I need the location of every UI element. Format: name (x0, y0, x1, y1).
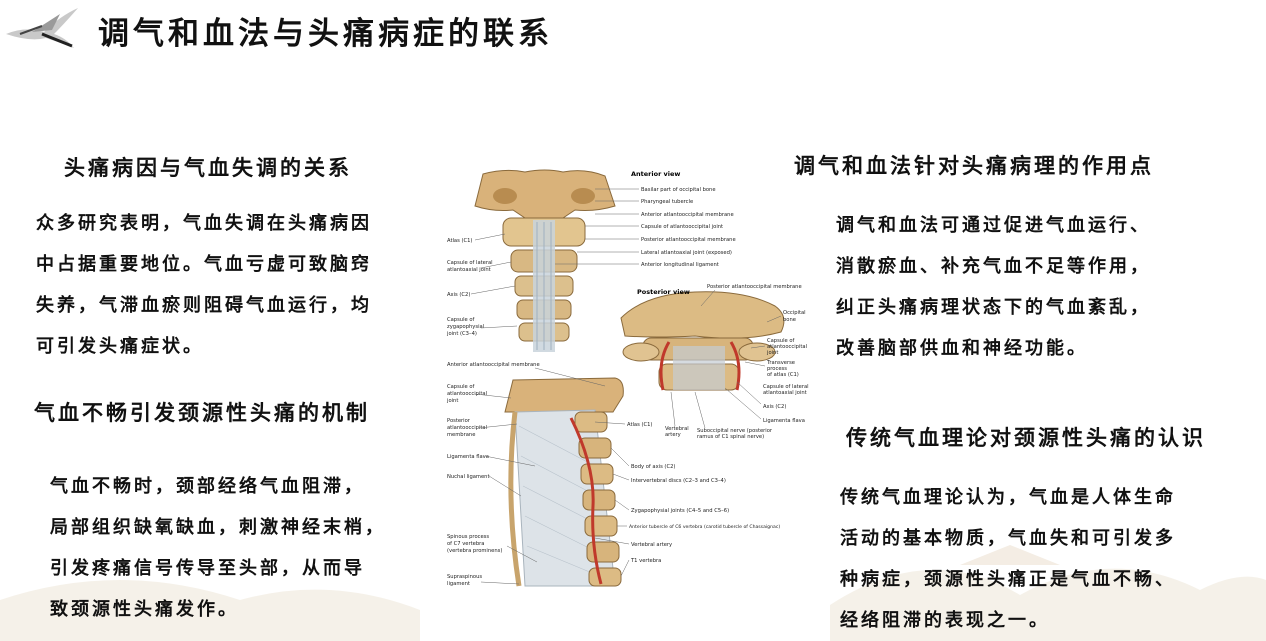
heading-theory: 传统气血理论对颈源性头痛的认识 (846, 425, 1206, 450)
label-text: of atlas (C1) (767, 372, 799, 378)
label-text: Capsule of (447, 317, 475, 323)
label-text: Capsule of lateral (763, 384, 809, 390)
label-text: Ligamenta flava (447, 454, 489, 460)
title-bar: 调气和血法与头痛病症的联系 (0, 0, 700, 58)
label-text: Nuchal ligament (447, 474, 490, 480)
label-text: Atlas (C1) (627, 422, 652, 428)
label-text: atlantoaxial joint (447, 267, 491, 273)
anterior-view-figure (474, 169, 616, 352)
label-text: T1 vertebra (630, 558, 661, 564)
heading-mechanism: 气血不畅引发颈源性头痛的机制 (34, 400, 370, 425)
posterior-view-figure (620, 291, 785, 391)
label-text: atlantooccipital (447, 425, 487, 431)
label-text: Axis (C2) (763, 404, 786, 410)
label-text: process (767, 366, 787, 372)
label-text: ligament (447, 581, 470, 587)
label-text: Vertebral artery (631, 542, 672, 548)
anterior-view-title: Anterior view (631, 170, 680, 178)
paragraph-line: 种病症，颈源性头痛正是气血不畅、 (840, 569, 1176, 590)
heading-cause: 头痛病因与气血失调的关系 (64, 155, 352, 180)
label-text: Spinous process (447, 534, 489, 540)
label-text: Capsule of lateral (447, 260, 493, 266)
paragraph-mechanism: 气血不畅时，颈部经络气血阻滞， 局部组织缺氧缺血，刺激神经末梢， 引发疼痛信号传… (50, 466, 440, 630)
heading-action: 调气和血法针对头痛病理的作用点 (794, 153, 1154, 178)
label-text: joint (C3–4) (446, 331, 477, 337)
label-text: Supraspinous (447, 574, 482, 580)
label-text: Lateral atlantoaxial joint (exposed) (641, 250, 732, 256)
label-text: Zygapophysial joints (C4–5 and C5–6) (631, 508, 729, 514)
crane-icon (6, 8, 78, 48)
paragraph-line: 致颈源性头痛发作。 (50, 599, 239, 620)
label-text: Capsule of (447, 384, 475, 390)
label-text: Atlas (C1) (447, 238, 472, 244)
label-text: Suboccipital nerve (posterior (697, 428, 773, 434)
label-text: of C7 vertebra (447, 541, 484, 547)
paragraph-line: 失养，气滞血瘀则阻碍气血运行，均 (36, 295, 372, 316)
label-text: artery (665, 432, 681, 438)
label-text: membrane (447, 432, 475, 438)
label-text: atlantooccipital (447, 391, 487, 397)
label-text: Intervertebral discs (C2–3 and C3–4) (631, 478, 726, 484)
cervical-spine-anatomy-illustration: Anterior view Basilar part of occipital … (446, 169, 809, 587)
paragraph-line: 活动的基本物质，气血失和可引发多 (840, 528, 1176, 549)
label-text: Anterior longitudinal ligament (641, 262, 719, 268)
paragraph-line: 中占据重要地位。气血亏虚可致脑窍 (36, 254, 372, 275)
label-text: atlantooccipital (767, 344, 807, 350)
lateral-view-figure (504, 377, 624, 587)
paragraph-line: 改善脑部供血和神经功能。 (836, 338, 1088, 359)
paragraph-line: 可引发头痛症状。 (36, 336, 204, 357)
posterior-view-title: Posterior view (637, 288, 690, 296)
label-text: Transverse (766, 360, 795, 366)
page-title: 调气和血法与头痛病症的联系 (98, 16, 553, 52)
label-text: Posterior atlantooccipital membrane (641, 237, 736, 243)
label-text: bone (783, 317, 796, 323)
label-text: Posterior (447, 418, 471, 424)
paragraph-line: 众多研究表明，气血失调在头痛病因 (36, 213, 372, 234)
label-text: Capsule of atlantooccipital joint (641, 224, 723, 230)
label-text: joint (766, 350, 778, 356)
paragraph-line: 传统气血理论认为，气血是人体生命 (840, 487, 1176, 508)
label-text: Capsule of (767, 338, 795, 344)
label-text: Basilar part of occipital bone (641, 187, 716, 193)
label-text: (vertebra prominens) (447, 548, 502, 554)
label-text: zygapophysial (447, 324, 484, 330)
paragraph-line: 经络阻滞的表现之一。 (840, 610, 1050, 631)
label-text: Anterior atlantooccipital membrane (447, 362, 540, 368)
paragraph-line: 气血不畅时，颈部经络气血阻滞， (50, 476, 365, 497)
paragraph-line: 引发疼痛信号传导至头部，从而导 (50, 558, 365, 579)
label-text: Anterior tubercle of C6 vertebra (caroti… (629, 524, 780, 530)
paragraph-line: 纠正头痛病理状态下的气血紊乱， (836, 297, 1151, 318)
label-text: atlantoaxial joint (763, 390, 807, 396)
paragraph-line: 调气和血法可通过促进气血运行、 (836, 215, 1151, 236)
label-text: Occipital (783, 310, 806, 316)
paragraph-action: 调气和血法可通过促进气血运行、 消散瘀血、补充气血不足等作用， 纠正头痛病理状态… (836, 205, 1216, 369)
label-text: Axis (C2) (447, 292, 470, 298)
label-text: joint (446, 398, 458, 404)
label-text: Vertebral (665, 426, 689, 432)
label-text: Pharyngeal tubercle (641, 199, 693, 205)
label-text: Anterior atlantooccipital membrane (641, 212, 734, 218)
label-text: ramus of C1 spinal nerve) (697, 434, 764, 440)
paragraph-line: 消散瘀血、补充气血不足等作用， (836, 256, 1151, 277)
paragraph-theory: 传统气血理论认为，气血是人体生命 活动的基本物质，气血失和可引发多 种病症，颈源… (840, 477, 1240, 641)
label-text: Posterior atlantooccipital membrane (707, 284, 802, 290)
label-text: Body of axis (C2) (631, 464, 675, 470)
paragraph-cause: 众多研究表明，气血失调在头痛病因 中占据重要地位。气血亏虚可致脑窍 失养，气滞血… (36, 203, 436, 367)
paragraph-line: 局部组织缺氧缺血，刺激神经末梢， (50, 517, 386, 538)
label-text: Ligamenta flava (763, 418, 805, 424)
